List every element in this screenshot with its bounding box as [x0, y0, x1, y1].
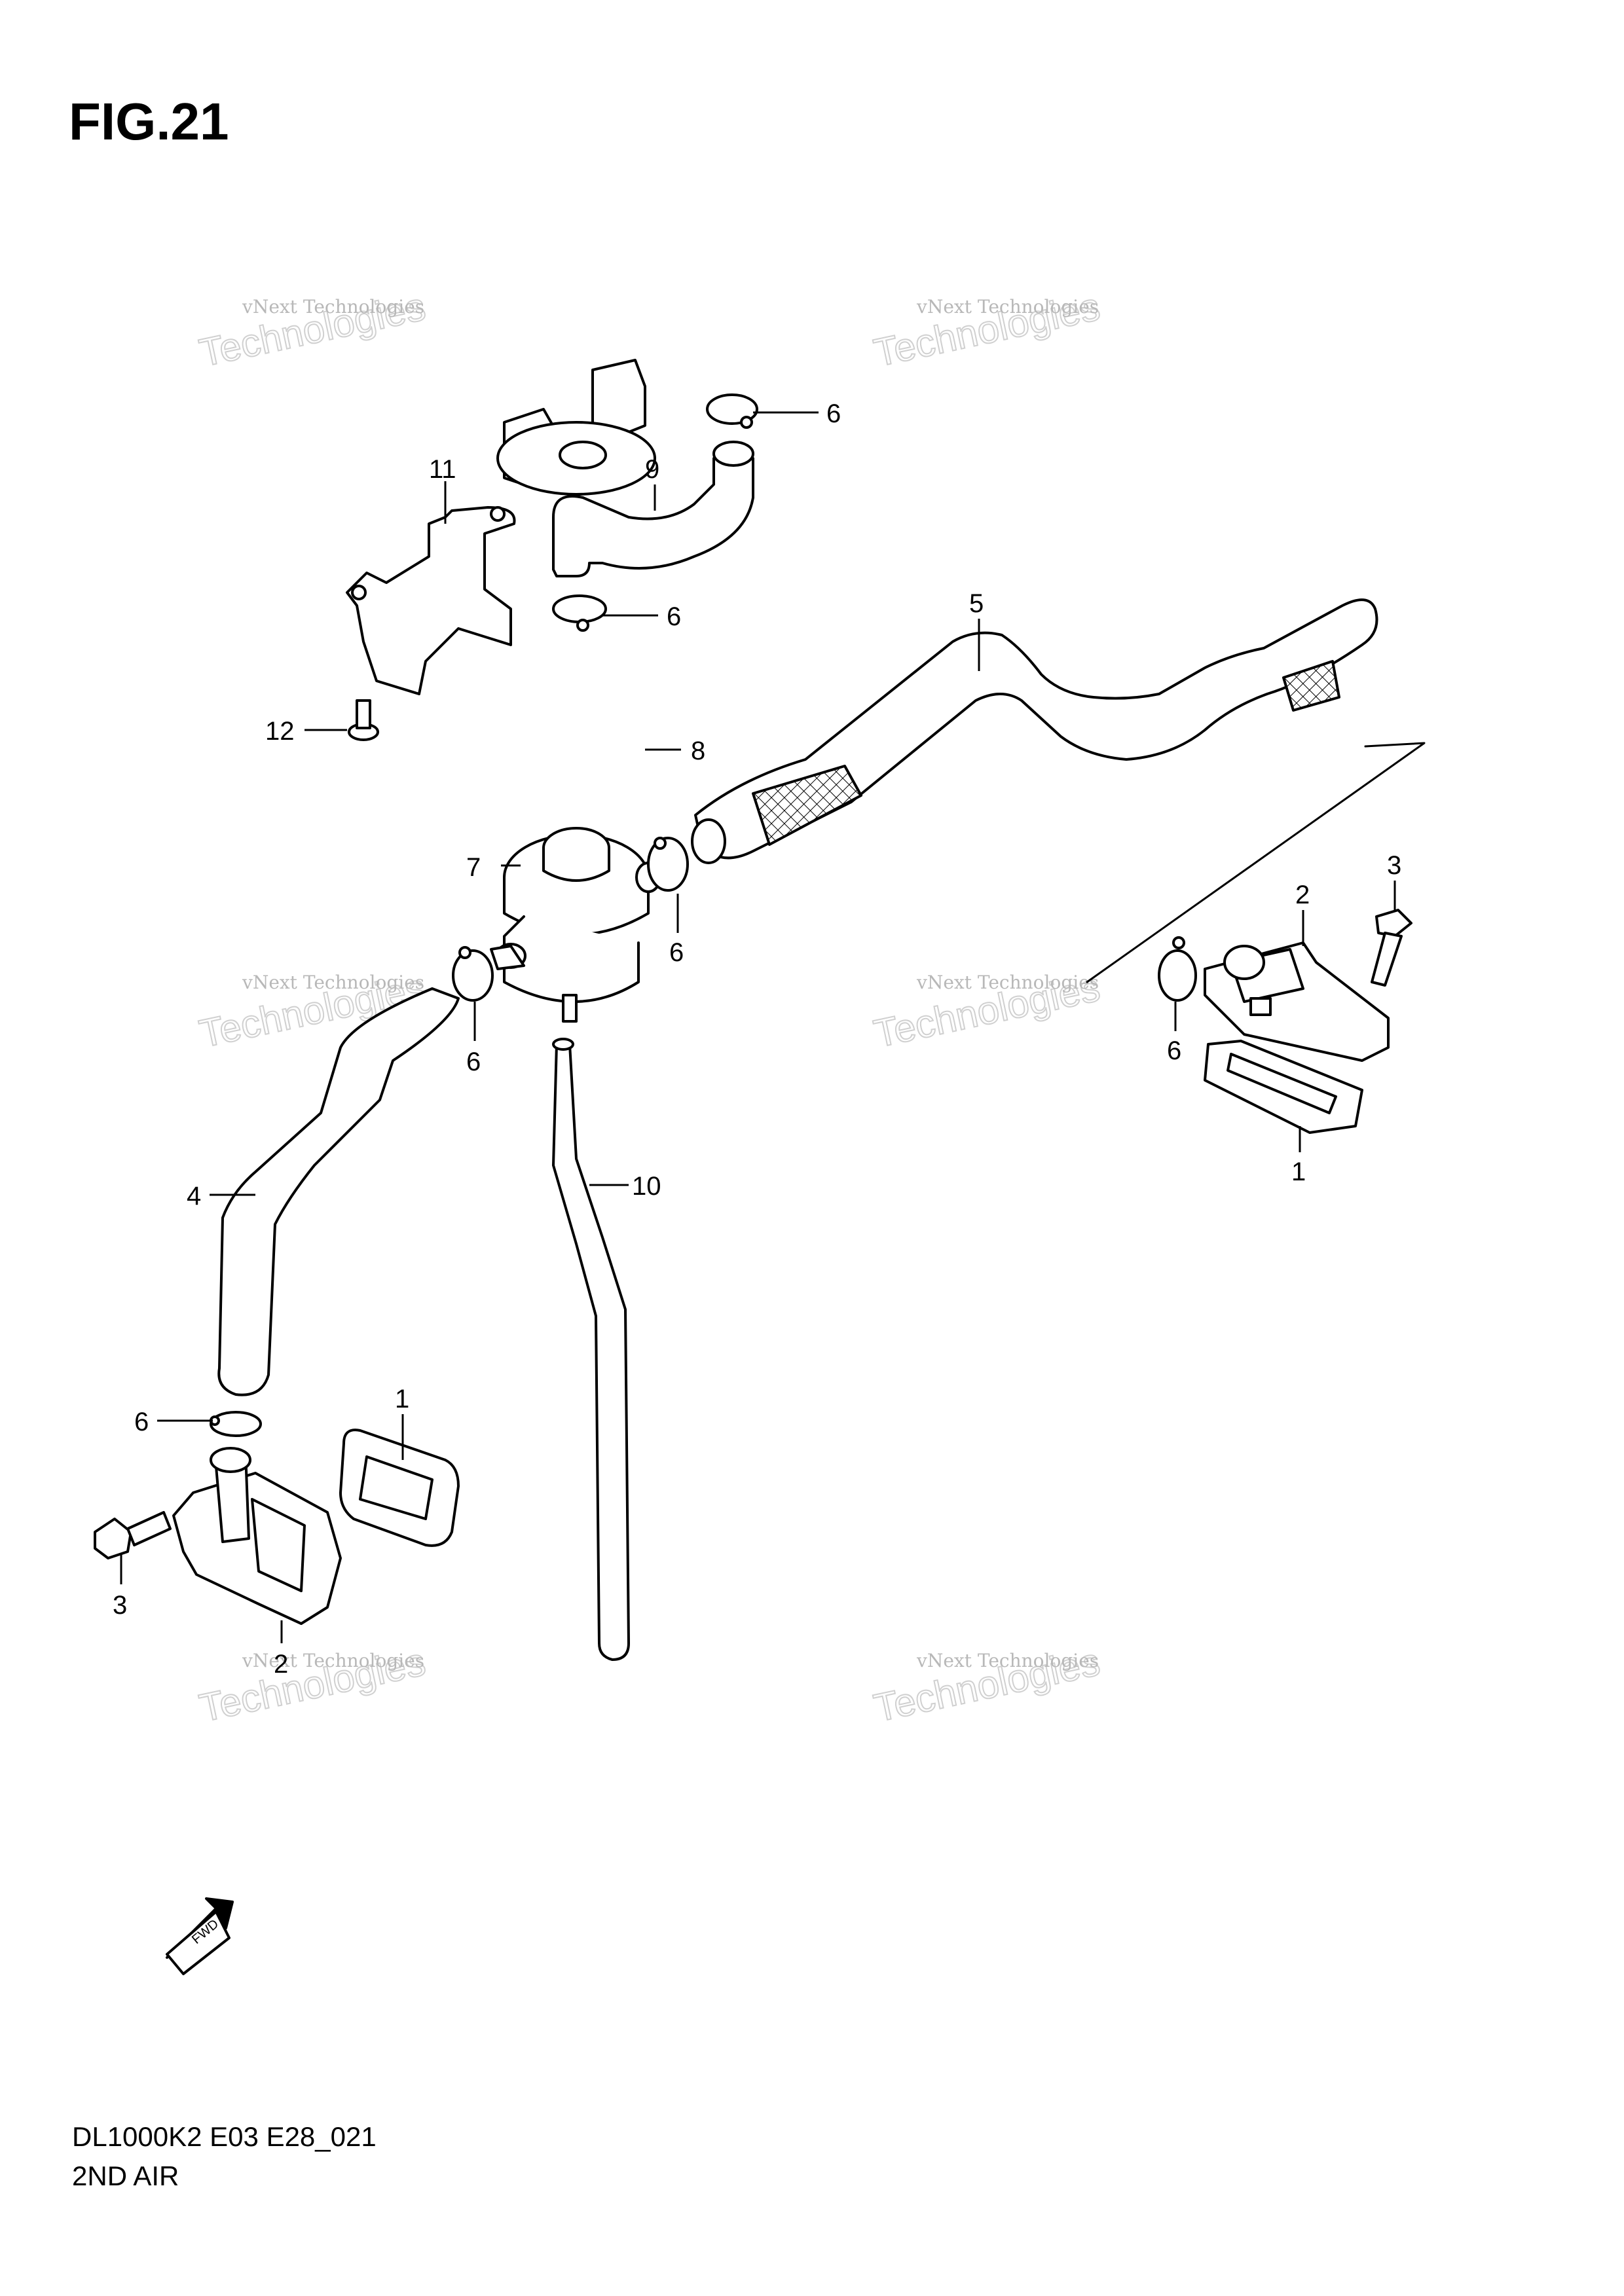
callout-6-valve-left: 6: [466, 1048, 481, 1076]
callout-5: 5: [969, 589, 984, 618]
clamp-part-6-top: [706, 393, 758, 429]
callout-4: 4: [187, 1182, 201, 1211]
hose-part-5-mesh-right: [1282, 660, 1340, 712]
watermark-top-left: Technologies vNext Technologies: [195, 283, 430, 375]
callout-12: 12: [265, 717, 295, 746]
hose-part-9-end: [712, 441, 754, 467]
hose-part-5: [694, 598, 1378, 860]
clamp-part-6-right: [1158, 936, 1197, 1002]
callout-leaders: [120, 411, 1396, 1643]
callout-6-low: 6: [134, 1408, 149, 1436]
clamp-part-6-valve-right: [647, 837, 689, 892]
svg-text:vNext Technologies: vNext Technologies: [242, 1650, 424, 1671]
svg-text:vNext Technologies: vNext Technologies: [916, 296, 1099, 318]
callout-2-right: 2: [1295, 881, 1310, 909]
hose-part-5-mesh-left: [752, 765, 862, 846]
callout-10: 10: [632, 1172, 661, 1201]
bracket-part-11: [346, 506, 516, 695]
hose-part-5-end: [691, 818, 726, 864]
clamp-part-6-low: [210, 1411, 262, 1437]
callout-labels: 6 9 11 6 12 8 5 7 6 6 3 2 6 1 4 10 6 1 3…: [113, 399, 1401, 1679]
bolt-part-3-right: [1371, 909, 1412, 987]
bracket-part-11-hole: [351, 585, 367, 600]
callout-2-left: 2: [274, 1650, 288, 1679]
callout-6-right: 6: [1167, 1036, 1181, 1065]
gasket-part-1-right: [1204, 1040, 1363, 1134]
callout-8: 8: [691, 737, 705, 765]
screw-part-12: [348, 699, 379, 741]
svg-text:vNext Technologies: vNext Technologies: [242, 972, 424, 993]
callout-6-valve-right: 6: [669, 938, 684, 967]
callout-3-left: 3: [113, 1591, 127, 1620]
figure-title: FIG.21: [69, 92, 229, 151]
bolt-part-3-left: [94, 1511, 172, 1559]
reed-cover-part-2-left: [172, 1447, 342, 1625]
watermark-mid-center: Technologies vNext Technologies: [870, 964, 1105, 1056]
callout-11: 11: [429, 455, 456, 484]
svg-text:vNext Technologies: vNext Technologies: [916, 1650, 1099, 1671]
svg-text:vNext Technologies: vNext Technologies: [242, 296, 424, 318]
section-name: 2ND AIR: [72, 2160, 179, 2191]
watermark-top-center: Technologies vNext Technologies: [870, 283, 1105, 375]
callout-3-right: 3: [1387, 851, 1401, 880]
leader-line-part-5: [1086, 742, 1426, 983]
callout-9: 9: [645, 455, 659, 484]
clamp-part-6-mid: [552, 594, 607, 632]
hose-part-4: [217, 987, 460, 1396]
watermark-bottom-left: Technologies vNext Technologies: [195, 1639, 430, 1730]
clamp-part-6-valve-left: [452, 946, 494, 1002]
valve-part-7: [490, 827, 661, 1023]
reed-cover-part-2-right: [1204, 941, 1390, 1062]
bracket-part-11-hole-2: [490, 506, 506, 522]
watermark-bottom-center: Technologies vNext Technologies: [870, 1639, 1105, 1730]
tube-part-10-end: [552, 1038, 574, 1051]
callout-6-mid: 6: [667, 602, 681, 631]
callout-6-top: 6: [826, 399, 841, 428]
gasket-part-1-left: [339, 1429, 460, 1547]
holder-part-8: [496, 359, 656, 496]
callout-1-left: 1: [395, 1385, 409, 1413]
model-code: DL1000K2 E03 E28_021: [72, 2121, 377, 2152]
callout-1-right: 1: [1291, 1157, 1306, 1186]
svg-text:vNext Technologies: vNext Technologies: [916, 972, 1099, 993]
hose-part-9: [552, 447, 754, 577]
tube-part-10: [552, 1043, 630, 1661]
callout-7: 7: [466, 853, 481, 882]
fwd-arrow-icon: [166, 1897, 234, 1975]
